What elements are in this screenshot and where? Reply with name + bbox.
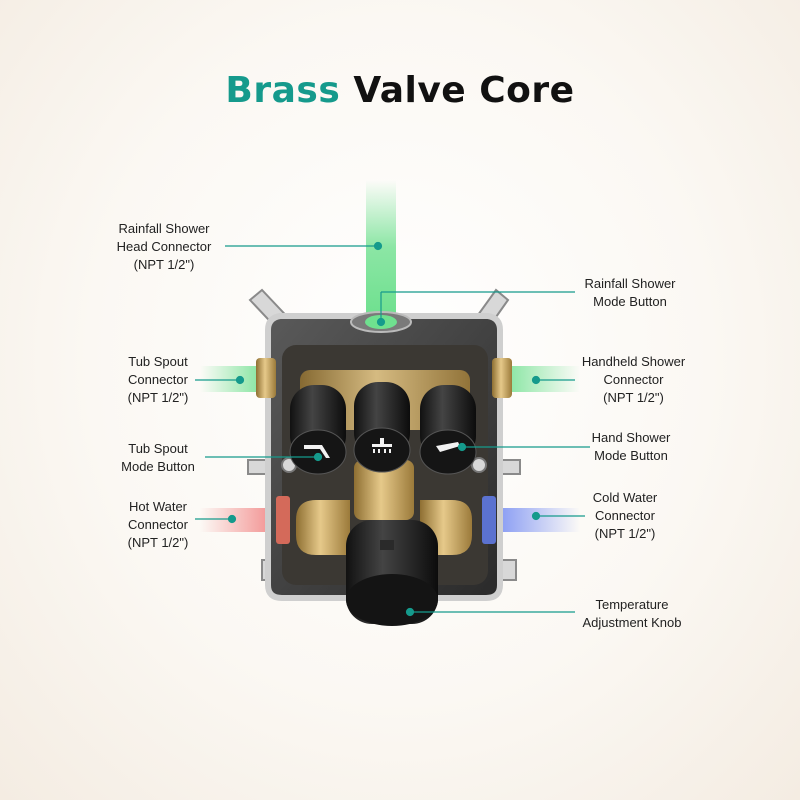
label-cold-connector: Cold Water Connector (NPT 1/2")	[565, 489, 685, 543]
label-rainfall-button: Rainfall Shower Mode Button	[570, 275, 690, 311]
label-handheld-connector: Handheld Shower Connector (NPT 1/2")	[566, 353, 701, 407]
label-line: (NPT 1/2")	[133, 257, 195, 272]
label-line: Handheld Shower	[581, 354, 686, 369]
label-line: Connector	[595, 508, 655, 523]
temperature-knob	[346, 520, 438, 626]
label-line: Connector	[128, 372, 188, 387]
title-rest: Valve Core	[353, 70, 575, 111]
handheld-pipe	[500, 366, 580, 392]
label-temp-knob: Temperature Adjustment Knob	[567, 596, 697, 632]
label-tub-button: Tub Spout Mode Button	[98, 440, 218, 476]
label-line: Cold Water	[592, 490, 658, 505]
shower-head-icon	[372, 438, 392, 453]
label-line: (NPT 1/2")	[127, 390, 189, 405]
hot-water-port	[276, 496, 290, 544]
label-line: Mode Button	[593, 294, 667, 309]
leader-lines	[195, 241, 590, 617]
label-hand-button: Hand Shower Mode Button	[571, 429, 691, 465]
label-line: Hot Water	[128, 499, 188, 514]
label-line: Connector	[128, 517, 188, 532]
label-tub-connector: Tub Spout Connector (NPT 1/2")	[98, 353, 218, 407]
label-line: Adjustment Knob	[582, 615, 682, 630]
hand-shower-mode-button	[419, 385, 477, 475]
label-line: Tub Spout	[128, 354, 188, 369]
tub-spout-mode-button	[289, 385, 347, 475]
label-hot-connector: Hot Water Connector (NPT 1/2")	[98, 498, 218, 552]
label-line: Connector	[603, 372, 664, 387]
label-line: Temperature	[595, 597, 669, 612]
page-title: Brass Valve Core	[0, 70, 800, 111]
label-line: (NPT 1/2")	[127, 535, 189, 550]
hand-shower-icon	[436, 442, 460, 452]
rainfall-mode-button	[353, 382, 411, 473]
label-line: (NPT 1/2")	[594, 526, 656, 541]
label-line: Rainfall Shower	[584, 276, 676, 291]
label-line: (NPT 1/2")	[603, 390, 664, 405]
label-line: Mode Button	[121, 459, 195, 474]
label-line: Rainfall Shower	[118, 221, 210, 236]
label-line: Hand Shower	[591, 430, 671, 445]
label-line: Head Connector	[116, 239, 212, 254]
cold-water-port	[482, 496, 496, 544]
label-line: Mode Button	[594, 448, 668, 463]
label-line: Tub Spout	[128, 441, 188, 456]
title-accent: Brass	[225, 70, 341, 111]
cold-water-pipe	[490, 508, 580, 532]
tub-spout-port	[256, 358, 276, 398]
tub-spout-pipe	[200, 366, 266, 392]
label-rainfall-connector: Rainfall Shower Head Connector (NPT 1/2"…	[104, 220, 224, 274]
tub-spout-icon	[304, 445, 330, 458]
handheld-port	[492, 358, 512, 398]
